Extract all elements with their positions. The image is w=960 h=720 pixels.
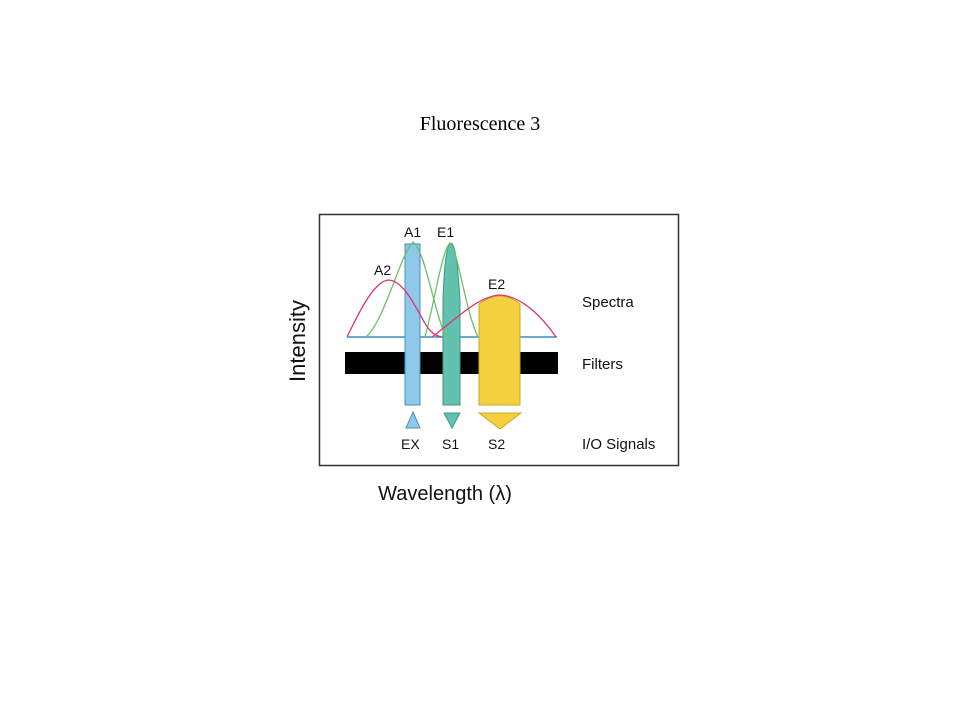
- s1-triangle: [443, 412, 461, 430]
- io-signals-label: I/O Signals: [582, 436, 655, 453]
- e2-label: E2: [488, 276, 505, 292]
- s2-triangle: [477, 412, 523, 430]
- slide-title: Fluorescence 3: [419, 113, 541, 135]
- y-axis-label: Intensity: [285, 300, 310, 382]
- a2-curve: [346, 279, 443, 338]
- s2-label: S2: [488, 436, 505, 452]
- filters-label: Filters: [582, 356, 623, 373]
- s1-label: S1: [442, 436, 459, 452]
- a1-label: A1: [404, 224, 421, 240]
- a1-curve: [365, 241, 447, 338]
- x-axis-label: Wavelength (λ): [378, 483, 512, 505]
- ex-triangle: [405, 410, 421, 429]
- e2-curve: [431, 294, 557, 338]
- s1-band: [442, 242, 461, 406]
- ex-label: EX: [401, 436, 420, 452]
- s2-band: [478, 295, 521, 406]
- ex-band: [404, 243, 421, 406]
- spectra-label: Spectra: [582, 294, 634, 311]
- e1-label: E1: [437, 224, 454, 240]
- e1-curve: [424, 242, 479, 338]
- a2-label: A2: [374, 262, 391, 278]
